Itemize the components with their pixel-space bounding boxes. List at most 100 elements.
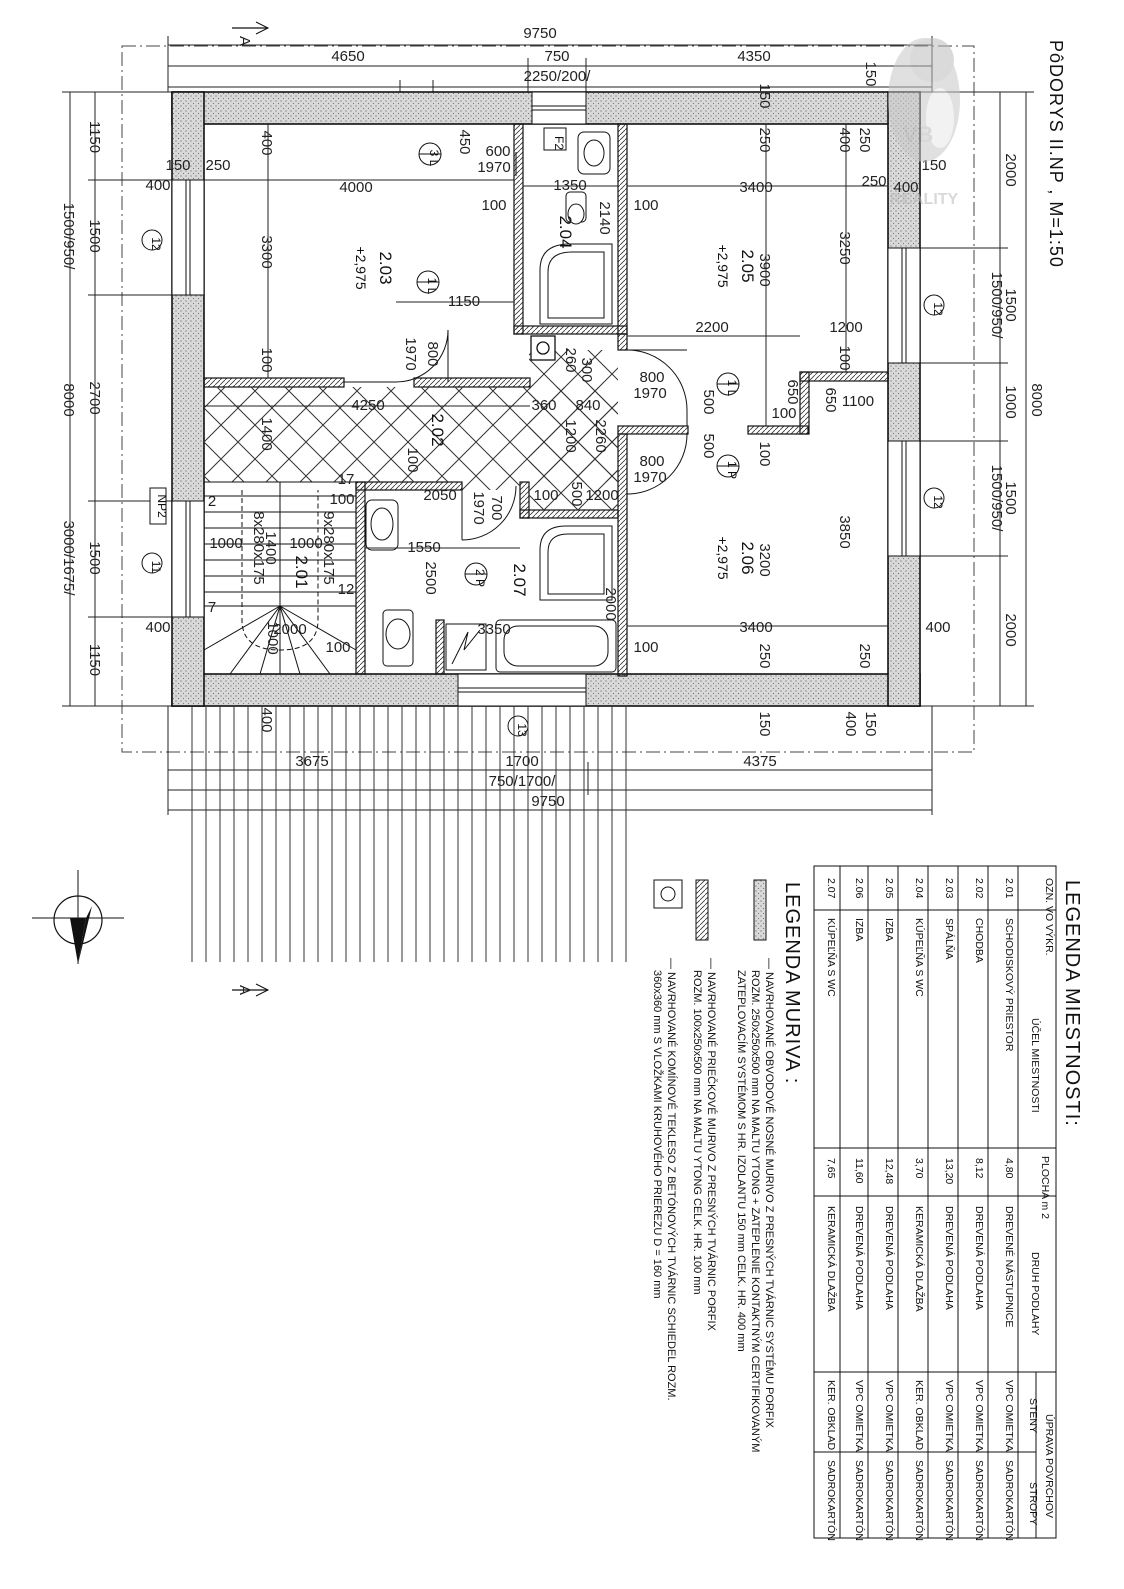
dim-205-h2: 3250 <box>836 231 853 264</box>
interior-partitions <box>203 123 889 677</box>
north-arrow-icon <box>32 870 124 964</box>
marker-door-1l-a: 1 L <box>425 278 439 295</box>
legend-r1-c4: DREVENÉ NÁSTUPNICE <box>1003 1206 1016 1327</box>
dim-stair-w: 2050 <box>423 487 456 504</box>
masonry-3-line2: 360x360 mm S VLOŽKAMI KRUHOVÉHO PRIEREZU… <box>651 970 664 1299</box>
dim-bath-w2: 3350 <box>477 621 510 638</box>
section-mark-top: A <box>232 21 270 46</box>
dim-150-b: 150 <box>756 711 773 736</box>
dim-500-b: 500 <box>700 433 717 458</box>
dim-400-c: 400 <box>145 177 170 194</box>
legend-r7-c4: KERAMICKÁ DLAŽBA <box>825 1206 838 1312</box>
dim-door-1970-e: 1970 <box>470 491 487 524</box>
bottom-dimension-texts: 3675 1700 4375 750/1700/ 9750 <box>295 753 776 810</box>
dim-door-1970-a: 1970 <box>402 337 419 370</box>
dim-door-1970-b: 1970 <box>477 159 510 176</box>
dim-bath-w: 1550 <box>407 539 440 556</box>
dim-right-b: 1500 <box>1002 288 1019 321</box>
dim-203-h: 3300 <box>258 235 275 268</box>
left-dimension-texts: 8000 1150 1500 1500/950/ 2700 1500 3000/… <box>60 121 103 676</box>
hallway-floor-hatch <box>204 350 618 510</box>
legend-r6-c4: DREVENÁ PODLAHA <box>853 1206 866 1310</box>
dim-100-f: 100 <box>756 441 773 466</box>
dim-260: 260 <box>562 347 579 372</box>
dim-205-h: 3900 <box>756 253 773 286</box>
legend-r5-c3: 12,48 <box>883 1158 895 1184</box>
legend-r2-c5: VPC OMIETKA <box>973 1380 985 1452</box>
dim-right-b2: 1500/950/ <box>988 272 1005 340</box>
dim-250-f: 250 <box>861 173 886 190</box>
room-elev-2-05: +2,975 <box>715 244 731 287</box>
dim-450: 450 <box>456 129 473 154</box>
dim-2260: 2260 <box>592 419 609 452</box>
dim-500-c: 500 <box>568 481 585 506</box>
dim-stair-1000-a: 1000 <box>209 535 242 552</box>
dim-206-w: 3400 <box>739 619 772 636</box>
legend-r5-c5: VPC OMIETKA <box>883 1380 895 1452</box>
marker-np2: NP2 <box>155 494 169 518</box>
legend-r7-c6: SADROKARTÓN <box>825 1460 838 1541</box>
legend-h-ceilings: STROPY <box>1027 1482 1039 1525</box>
dim-100-h: 100 <box>533 487 558 504</box>
dim-400-a: 400 <box>258 130 275 155</box>
terrace-slats <box>191 706 627 962</box>
dim-100-d: 100 <box>836 345 853 370</box>
staircase <box>203 481 357 675</box>
dim-250-c: 250 <box>205 157 230 174</box>
legend-r5-c4: DREVENÁ PODLAHA <box>883 1206 896 1310</box>
dim-400-d: 400 <box>145 619 170 636</box>
dim-top-right: 4350 <box>737 48 770 65</box>
sanitary-fixtures <box>365 131 617 673</box>
masonry-2-line2: ROZM. 100x250x500 mm NA MALTU YTONG CELK… <box>691 970 703 1295</box>
dim-203-w: 4000 <box>339 179 372 196</box>
legend-r1-c1: 2.01 <box>1003 878 1015 899</box>
dim-840: 840 <box>575 397 600 414</box>
legend-r4-c3: 3,70 <box>913 1158 925 1179</box>
legend-r6-c6: SADROKARTÓN <box>853 1460 866 1541</box>
dim-door-600: 600 <box>485 143 510 160</box>
dim-stair-1400: 1400 <box>262 531 279 564</box>
legend-r2-c2: CHODBA <box>973 918 985 963</box>
dim-300: 300 <box>578 357 595 382</box>
masonry-1-line3: ZATEPLOVACÍM SYSTÉMOM S HR. IZOLANTU 150… <box>735 970 748 1352</box>
legend-r1-c3: 4,80 <box>1003 1158 1015 1179</box>
dim-204-w: 1350 <box>553 177 586 194</box>
room-elev-2-03: +2,975 <box>353 246 369 289</box>
room-legend: LEGENDA MIESTNOSTI: OZN. VO VÝKR. ÚČEL M… <box>813 865 1083 1541</box>
legend-r4-c4: KERAMICKÁ DLAŽBA <box>913 1206 926 1312</box>
legend-r7-c3: 7,65 <box>825 1158 837 1179</box>
dim-bottom-total: 9750 <box>531 793 564 810</box>
room-no-2-07: 2.07 <box>510 563 529 596</box>
marker-window-13: 13 <box>515 723 529 737</box>
dim-right-d2: 1500/950/ <box>988 465 1005 533</box>
dim-250-a: 250 <box>756 127 773 152</box>
dim-150-c: 150 <box>862 711 879 736</box>
marker-f2: F2 <box>552 136 566 150</box>
dim-bottom-mid: 1700 <box>505 753 538 770</box>
dim-250-b: 250 <box>856 127 873 152</box>
dim-1200-a: 1200 <box>562 419 579 452</box>
dim-bottom-right: 4375 <box>743 753 776 770</box>
dim-650-a: 650 <box>784 379 801 404</box>
dim-left-d: 1500 <box>86 541 103 574</box>
legend-r3-c1: 2.03 <box>943 878 955 899</box>
legend-r2-c6: SADROKARTÓN <box>973 1460 986 1541</box>
right-dimension-texts: 8000 2000 1500 1500/950/ 1000 1500 1500/… <box>988 153 1045 646</box>
marker-window-12-a: 12 <box>149 237 163 251</box>
dim-bath-h: 2500 <box>422 561 439 594</box>
dim-500-a: 500 <box>700 389 717 414</box>
room-no-2-02: 2.02 <box>428 413 447 446</box>
dim-stair-1000-b: 1000 <box>289 535 322 552</box>
legend-r5-c6: SADROKARTÓN <box>883 1460 896 1541</box>
legend-r4-c5: KER. OBKLAD <box>913 1380 925 1450</box>
dim-bottom-left: 3675 <box>295 753 328 770</box>
section-label-bottom: A <box>236 985 253 995</box>
dim-100-i: 100 <box>329 491 354 508</box>
dim-stair-1000-c: 1000 <box>264 621 281 654</box>
legend-h-finish: ÚPRAVA POVRCHOV <box>1043 1414 1056 1518</box>
dim-206-h2: 3850 <box>836 515 853 548</box>
dim-top-total: 9750 <box>523 25 556 42</box>
dim-hall-w2: 1200 <box>829 319 862 336</box>
masonry-2-line1: — NAVRHOVANÉ PRIEČKOVÉ MURIVO Z PRESNÝCH… <box>705 958 718 1331</box>
